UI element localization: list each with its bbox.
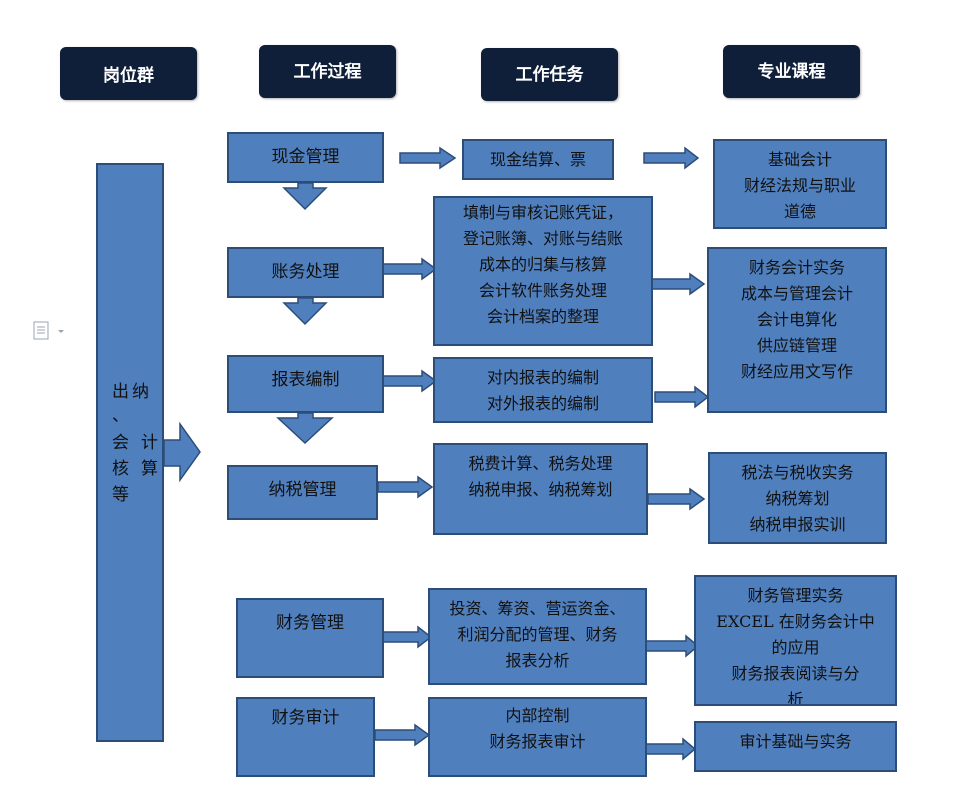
process-box-cash: 现金管理: [227, 132, 384, 183]
right-arrow-icon: [382, 625, 433, 649]
right-arrow-icon: [643, 146, 700, 170]
process-box-finance: 财务管理: [236, 598, 384, 678]
header-work-task: 工作任务: [481, 48, 618, 101]
right-arrow-icon: [647, 487, 706, 511]
header-job-group: 岗位群: [60, 47, 197, 100]
down-arrow-icon: [276, 412, 334, 445]
job-group-box: [96, 163, 164, 742]
down-arrow-icon: [282, 297, 328, 326]
task-box-cash: 现金结算、票: [462, 139, 614, 180]
course-box-basics: 基础会计财经法规与职业道德: [713, 139, 887, 229]
task-box-finance: 投资、筹资、营运资金、利润分配的管理、财务报表分析: [428, 588, 647, 685]
course-box-audit: 审计基础与实务: [694, 721, 897, 772]
right-arrow-icon: [163, 421, 201, 483]
right-arrow-icon: [382, 257, 438, 281]
course-box-tax: 税法与税收实务纳税筹划纳税申报实训: [708, 452, 887, 544]
process-box-audit: 财务审计: [236, 697, 375, 777]
task-box-audit: 内部控制财务报表审计: [428, 697, 647, 777]
right-arrow-icon: [644, 737, 697, 761]
task-box-accounting: 填制与审核记账凭证，登记账簿、对账与结账成本的归集与核算会计软件账务处理会计档案…: [433, 196, 653, 346]
right-arrow-icon: [374, 723, 431, 747]
right-arrow-icon: [654, 385, 710, 409]
right-arrow-icon: [382, 369, 438, 393]
right-arrow-icon: [377, 475, 434, 499]
header-work-process: 工作过程: [259, 45, 396, 98]
right-arrow-icon: [649, 272, 706, 296]
process-box-accounting: 账务处理: [227, 247, 384, 298]
task-box-reporting: 对内报表的编制对外报表的编制: [433, 357, 653, 423]
down-arrow-icon: [282, 182, 328, 211]
right-arrow-icon: [399, 146, 457, 170]
process-box-reporting: 报表编制: [227, 355, 384, 413]
process-box-tax: 纳税管理: [227, 465, 378, 520]
right-arrow-icon: [645, 634, 700, 658]
task-box-tax: 税费计算、税务处理纳税申报、纳税筹划: [433, 443, 648, 535]
document-icon[interactable]: [32, 320, 72, 342]
course-box-financial: 财务会计实务成本与管理会计会计电算化供应链管理财经应用文写作: [707, 247, 887, 413]
header-courses: 专业课程: [723, 45, 860, 98]
